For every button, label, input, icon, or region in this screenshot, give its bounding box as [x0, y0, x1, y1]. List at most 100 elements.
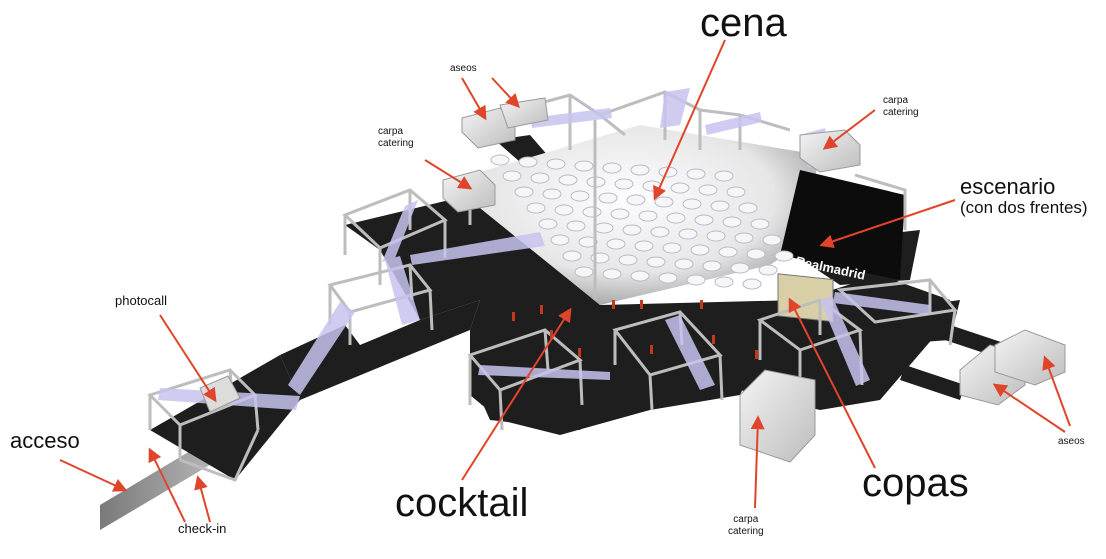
- round-table: [706, 230, 726, 242]
- round-table: [722, 216, 742, 228]
- round-table: [566, 220, 586, 232]
- cocktail-table: [578, 348, 581, 357]
- label-check-in: check-in: [178, 521, 227, 536]
- round-table: [726, 186, 746, 198]
- label-carpa-top-left: carpa catering: [378, 126, 414, 149]
- arrow-carpa-bottom: [750, 415, 765, 509]
- round-table: [710, 200, 730, 212]
- round-table: [538, 218, 558, 230]
- cocktail-table: [650, 345, 653, 354]
- cocktail-tables: [512, 300, 758, 359]
- label-escenario: escenario: [960, 174, 1056, 199]
- round-table: [550, 234, 570, 246]
- round-table: [594, 222, 614, 234]
- arrow-escenario: [819, 199, 956, 249]
- round-table: [578, 236, 598, 248]
- round-table: [686, 168, 706, 180]
- arrow-copas: [788, 297, 876, 469]
- label-aseos-right: aseos: [1058, 436, 1085, 447]
- round-table: [738, 202, 758, 214]
- round-table: [542, 188, 562, 200]
- label-carpa-bottom-line1: carpa: [733, 514, 759, 525]
- round-table: [702, 260, 722, 272]
- round-table: [666, 212, 686, 224]
- label-cocktail: cocktail: [395, 481, 529, 525]
- cocktail-table: [712, 335, 715, 344]
- label-cena: cena: [700, 1, 787, 45]
- round-table: [690, 244, 710, 256]
- round-table: [626, 194, 646, 206]
- round-table: [630, 270, 650, 282]
- label-photocall: photocall: [115, 293, 168, 308]
- arrow-cocktail: [461, 307, 572, 481]
- cocktail-table: [550, 330, 553, 339]
- round-table: [602, 162, 622, 174]
- cocktail-table: [755, 350, 758, 359]
- round-table: [658, 272, 678, 284]
- label-aseos-top: aseos: [450, 63, 477, 74]
- round-table: [574, 266, 594, 278]
- arrow-aseos-right-2: [1042, 355, 1071, 427]
- arrow-checkin-1: [148, 447, 186, 523]
- round-table: [646, 256, 666, 268]
- round-table: [490, 154, 510, 166]
- round-table: [698, 184, 718, 196]
- label-carpa-top-right: carpa catering: [883, 95, 919, 118]
- round-table: [686, 274, 706, 286]
- round-table: [546, 158, 566, 170]
- round-table: [530, 172, 550, 184]
- round-table: [714, 276, 734, 288]
- label-escenario-sub: (con dos frentes): [960, 198, 1088, 217]
- round-table: [670, 182, 690, 194]
- round-table: [554, 204, 574, 216]
- round-table: [746, 248, 766, 260]
- round-table: [654, 196, 674, 208]
- round-table: [674, 258, 694, 270]
- round-table: [574, 160, 594, 172]
- round-table: [678, 228, 698, 240]
- arrow-aseos-top-2: [491, 77, 520, 109]
- round-table: [758, 264, 778, 276]
- label-copas: copas: [862, 461, 969, 505]
- aseos-corridor-right-lower: [900, 365, 965, 400]
- arrow-carpa-top-left: [424, 159, 473, 190]
- round-table: [630, 164, 650, 176]
- arrow-acceso: [59, 459, 128, 492]
- cocktail-table: [512, 312, 515, 321]
- round-table: [514, 186, 534, 198]
- arrow-checkin-2: [194, 475, 211, 523]
- label-carpa-bottom-line2: catering: [728, 525, 764, 537]
- round-table: [750, 218, 770, 230]
- round-table: [622, 224, 642, 236]
- round-table: [502, 170, 522, 182]
- round-table: [774, 250, 794, 262]
- dinner-tables: [490, 154, 794, 290]
- round-table: [714, 170, 734, 182]
- label-carpa-top-right-line2: catering: [883, 106, 919, 118]
- cocktail-table: [640, 300, 643, 309]
- round-table: [762, 234, 782, 246]
- access-ramp: [100, 445, 215, 530]
- arrow-aseos-right-1: [992, 383, 1066, 433]
- round-table: [610, 208, 630, 220]
- round-table: [734, 232, 754, 244]
- round-table: [570, 190, 590, 202]
- round-table: [598, 192, 618, 204]
- arrow-cena: [653, 39, 726, 201]
- arrow-carpa-top-right: [822, 109, 876, 150]
- round-table: [634, 240, 654, 252]
- cocktail-table: [540, 305, 543, 314]
- label-carpa-top-left-line2: catering: [378, 137, 414, 149]
- round-table: [718, 246, 738, 258]
- round-table: [602, 268, 622, 280]
- round-table: [582, 206, 602, 218]
- round-table: [682, 198, 702, 210]
- round-table: [558, 174, 578, 186]
- label-carpa-top-right-line1: carpa: [883, 95, 909, 106]
- cocktail-table: [612, 300, 615, 309]
- round-table: [606, 238, 626, 250]
- label-carpa-bottom: carpa catering: [728, 514, 764, 537]
- arrow-aseos-top-1: [461, 77, 487, 121]
- round-table: [662, 242, 682, 254]
- round-table: [730, 262, 750, 274]
